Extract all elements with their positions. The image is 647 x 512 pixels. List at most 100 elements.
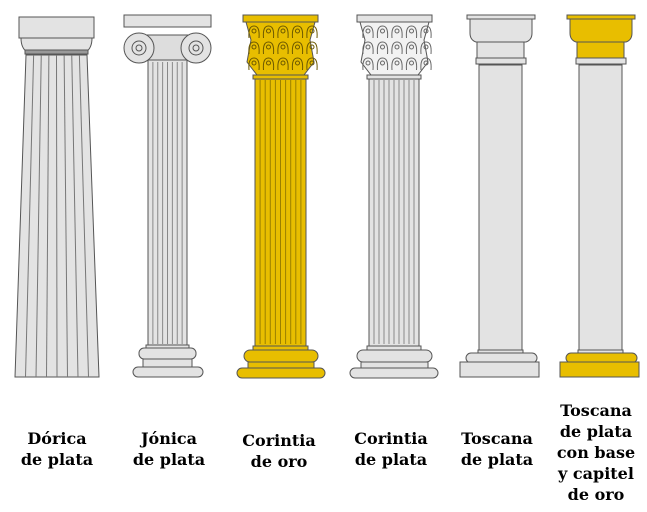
tuscan-gold-astragal [575, 57, 627, 65]
label-line: y capitel [558, 464, 634, 483]
doric-abacus [18, 16, 95, 39]
label-line: Corintia [242, 431, 316, 450]
label-line: Toscana [560, 401, 632, 420]
scroll-ornament [380, 44, 385, 50]
scroll-ornament [280, 44, 286, 50]
column-tuscan-gold-capital-base [559, 14, 640, 378]
label-line: Toscana [461, 429, 533, 448]
scroll-ornament [423, 60, 429, 66]
scroll-ornament [423, 28, 429, 34]
label-line: de oro [250, 452, 308, 471]
tuscan-silver-plinth [459, 361, 540, 378]
flute-line [46, 54, 50, 378]
column-doric-silver [14, 16, 100, 378]
flute-line [78, 54, 89, 378]
scroll-ornament [309, 44, 315, 50]
acanthus-leaf [391, 57, 403, 71]
scroll-ornament [409, 28, 414, 34]
acanthus-leaf [376, 57, 389, 71]
corinthian-gold-plinth [236, 367, 326, 379]
scroll-ornament [251, 60, 257, 66]
scroll-ornament [280, 28, 286, 34]
tuscan-silver-echinus [469, 18, 533, 43]
ionic-abacus [123, 14, 212, 28]
scroll-ornament [295, 44, 300, 50]
corinthian-silver-capital [356, 14, 433, 80]
acanthus-leaf [306, 25, 318, 39]
label-line: Corintia [354, 429, 428, 448]
tuscan-silver-shaft [478, 64, 523, 353]
label-line: de oro [567, 485, 625, 504]
acanthus-leaf [306, 41, 318, 55]
column-corinthian-silver [349, 14, 439, 379]
scroll-ornament [380, 60, 385, 66]
acanthus-leaf [362, 25, 374, 39]
column-ionic-silver [123, 14, 212, 378]
label-line: de plata [132, 450, 206, 469]
acanthus-leaf [376, 25, 389, 39]
corinthian-silver-plinth [349, 367, 439, 379]
acanthus-leaf [391, 25, 403, 39]
acanthus-leaf [306, 57, 318, 71]
label-corinthian-gold: Corintia de oro [219, 430, 339, 472]
ionic-base-torus-upper [138, 347, 197, 360]
scroll-ornament [295, 28, 300, 34]
acanthus-leaf [376, 41, 389, 55]
acanthus-leaf [420, 25, 432, 39]
scroll-ornament [280, 60, 286, 66]
acanthus-leaf [405, 57, 418, 71]
scroll-ornament [309, 60, 315, 66]
scroll-ornament [423, 44, 429, 50]
label-line: con base [556, 443, 636, 462]
acanthus-leaf [277, 41, 289, 55]
ionic-volute-left [123, 32, 155, 64]
scroll-ornament [365, 44, 371, 50]
acanthus-leaf [262, 41, 275, 55]
tuscan-gold-plinth [559, 361, 640, 378]
acanthus-leaf [391, 41, 403, 55]
acanthus-leaf [277, 57, 289, 71]
corinthian-gold-torus [243, 349, 319, 363]
scroll-ornament [266, 44, 271, 50]
scroll-ornament [266, 60, 271, 66]
acanthus-leaf [248, 57, 260, 71]
acanthus-leaf [362, 57, 374, 71]
acanthus-leaf [291, 41, 304, 55]
scroll-ornament [251, 28, 257, 34]
tuscan-gold-echinus [569, 18, 633, 43]
scroll-ornament [295, 60, 300, 66]
label-line: Jónica [140, 429, 198, 448]
acanthus-leaf [420, 41, 432, 55]
corinthian-gold-capital [242, 14, 319, 80]
acanthus-leaf [405, 25, 418, 39]
scroll-ornament [394, 28, 400, 34]
ionic-volute-right [180, 32, 212, 64]
label-line: de plata [354, 450, 428, 469]
acanthus-leaf [291, 57, 304, 71]
acanthus-leaf [291, 25, 304, 39]
scroll-ornament [394, 60, 400, 66]
acanthus-leaf [362, 41, 374, 55]
acanthus-leaf [248, 25, 260, 39]
scroll-ornament [266, 28, 271, 34]
tuscan-silver-astragal [475, 57, 527, 65]
corinthian-silver-torus [356, 349, 433, 363]
flute-line [35, 54, 42, 378]
acanthus-leaf [277, 25, 289, 39]
acanthus-leaf [405, 41, 418, 55]
flute-line [56, 54, 58, 378]
acanthus-leaf [420, 57, 432, 71]
acanthus-leaf [262, 25, 275, 39]
label-line: de plata [559, 422, 633, 441]
doric-annulet [24, 49, 89, 55]
label-doric-silver: Dórica de plata [0, 428, 117, 470]
scroll-ornament [394, 44, 400, 50]
flute-line [63, 54, 68, 378]
flute-line [25, 54, 35, 378]
scroll-ornament [409, 60, 414, 66]
scroll-ornament [380, 28, 385, 34]
label-line: de plata [20, 450, 94, 469]
scroll-ornament [365, 60, 371, 66]
ionic-plinth [132, 366, 204, 378]
label-line: Dórica [27, 429, 87, 448]
